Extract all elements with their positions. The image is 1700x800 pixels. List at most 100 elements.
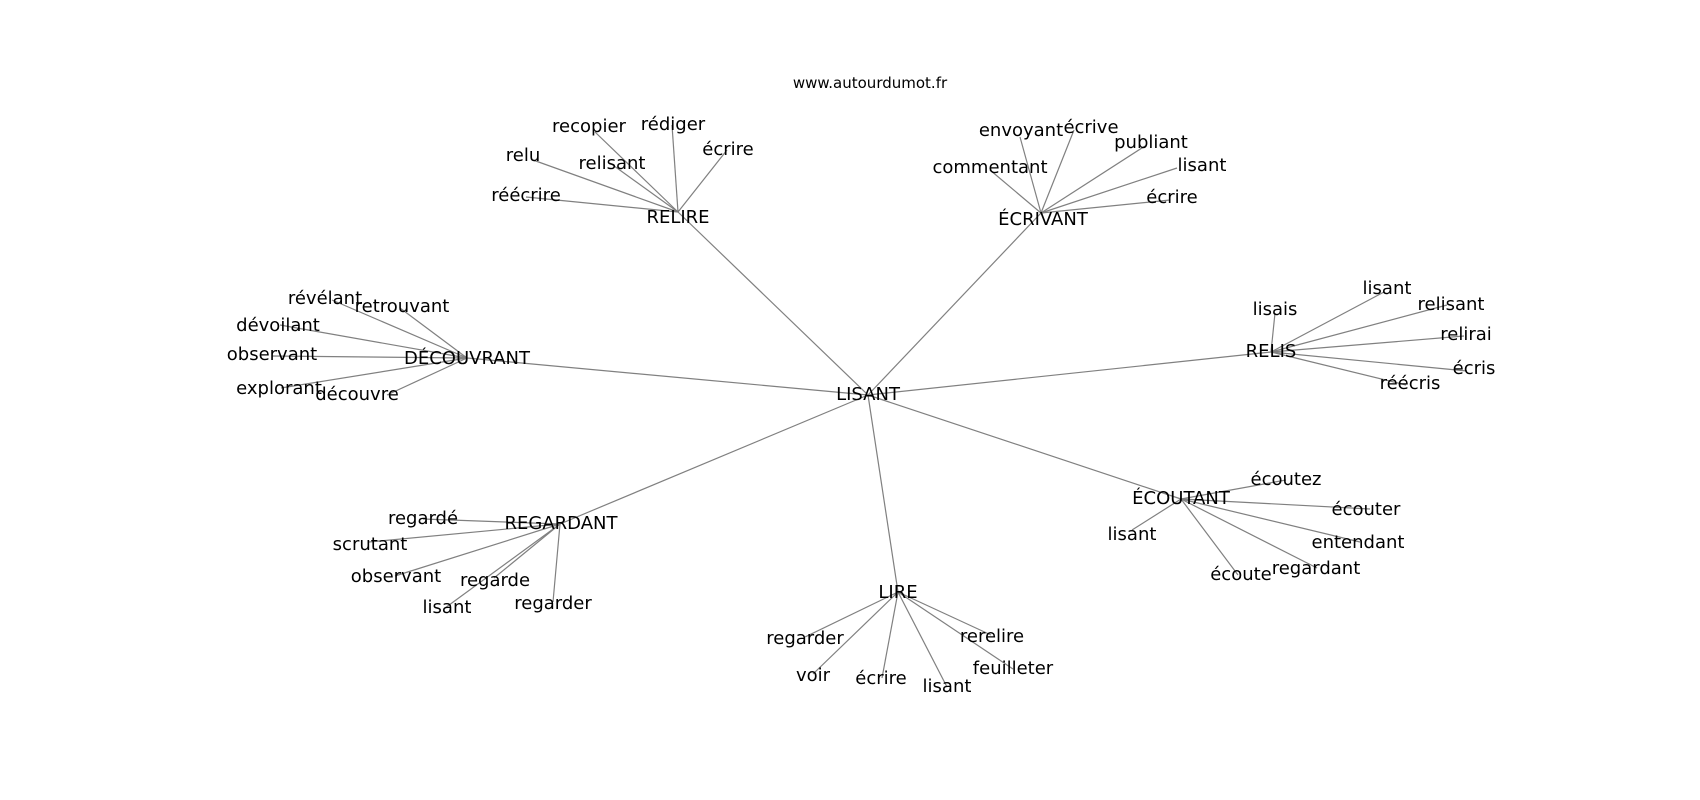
- leaf-word-label[interactable]: écrire: [1146, 187, 1197, 208]
- edge-center-to-hub: [466, 357, 869, 396]
- edge-hub-to-word: [1040, 145, 1146, 214]
- edge-hub-to-word: [677, 149, 728, 213]
- edge-hub-to-word: [368, 523, 561, 543]
- labels-layer: www.autourdumot.fr LISANT RELIRE recopier r…: [227, 74, 1496, 697]
- leaf-word-label[interactable]: dévoilant: [236, 315, 320, 336]
- leaf-word-label[interactable]: lisant: [1178, 155, 1227, 176]
- leaf-word-label[interactable]: relisant: [579, 153, 646, 174]
- leaf-word-label[interactable]: retrouvant: [355, 296, 450, 317]
- leaf-word-label[interactable]: révélant: [288, 288, 362, 309]
- leaf-word-label[interactable]: rédiger: [641, 114, 706, 135]
- edge-hub-to-word: [1270, 351, 1407, 386]
- edge-hub-to-word: [1270, 351, 1468, 372]
- leaf-word-label[interactable]: observant: [227, 344, 317, 365]
- edge-hub-to-word: [444, 523, 561, 609]
- edge-hub-to-word: [1270, 291, 1385, 353]
- edge-hub-to-word: [897, 591, 1014, 670]
- edge-hub-to-word: [594, 131, 679, 213]
- source-watermark[interactable]: www.autourdumot.fr: [793, 74, 948, 92]
- center-node-label[interactable]: LISANT: [836, 384, 901, 405]
- edge-hub-to-word: [989, 169, 1042, 214]
- edge-hub-to-word: [671, 124, 679, 213]
- edge-hub-to-word: [386, 357, 468, 396]
- leaf-word-label[interactable]: écrire: [702, 139, 753, 160]
- edge-hub-to-word: [1180, 498, 1361, 543]
- leaf-word-label[interactable]: lisant: [1108, 524, 1157, 545]
- edge-hub-to-word: [331, 299, 468, 359]
- edge-hub-to-word: [1180, 498, 1239, 576]
- edge-hub-to-word: [1040, 199, 1171, 214]
- edge-hub-to-word: [280, 357, 468, 389]
- leaf-word-label[interactable]: feuilleter: [973, 658, 1054, 679]
- edge-center-to-hub: [867, 212, 1042, 396]
- edge-hub-to-word: [279, 324, 468, 359]
- leaf-word-label[interactable]: regardé: [388, 508, 458, 529]
- leaf-word-label[interactable]: regarder: [514, 593, 592, 614]
- edge-hub-to-word: [394, 523, 561, 577]
- leaf-word-label[interactable]: publiant: [1114, 132, 1188, 153]
- edge-center-to-hub: [559, 394, 869, 525]
- edge-hub-to-word: [525, 196, 679, 213]
- leaf-word-label[interactable]: écris: [1453, 358, 1496, 379]
- edge-hub-to-word: [1180, 498, 1318, 569]
- leaf-word-label[interactable]: observant: [351, 566, 441, 587]
- edge-center-to-hub: [867, 351, 1272, 396]
- leaf-word-label[interactable]: recopier: [552, 116, 626, 137]
- edge-hub-to-word: [1270, 335, 1465, 353]
- leaf-word-label[interactable]: lisant: [423, 597, 472, 618]
- leaf-word-label[interactable]: écouter: [1332, 499, 1402, 520]
- edge-hub-to-word: [1019, 136, 1042, 214]
- leaf-word-label[interactable]: lisant: [1363, 278, 1412, 299]
- edge-center-to-hub: [867, 394, 899, 593]
- leaf-word-label[interactable]: commentant: [932, 157, 1047, 178]
- edge-hub-to-word: [493, 523, 561, 579]
- leaf-word-label[interactable]: écrire: [855, 668, 906, 689]
- leaf-word-label[interactable]: écrive: [1063, 117, 1118, 138]
- edge-hub-to-word: [1040, 167, 1178, 214]
- leaf-word-label[interactable]: explorant: [236, 378, 322, 399]
- leaf-word-label[interactable]: écoutez: [1251, 469, 1322, 490]
- edge-hub-to-word: [897, 591, 992, 636]
- hub-node-label[interactable]: ÉCOUTANT: [1132, 487, 1231, 509]
- leaf-word-label[interactable]: découvre: [315, 384, 399, 405]
- leaf-word-label[interactable]: relu: [506, 145, 541, 166]
- edge-hub-to-word: [1180, 498, 1371, 510]
- edge-center-to-hub: [867, 394, 1182, 500]
- hub-node-label[interactable]: REGARDANT: [505, 513, 619, 534]
- hub-node-label[interactable]: RELIRE: [646, 207, 709, 228]
- edge-hub-to-word: [812, 591, 899, 675]
- leaf-word-label[interactable]: réécris: [1380, 373, 1441, 394]
- leaf-word-label[interactable]: entendant: [1312, 532, 1405, 553]
- leaf-word-label[interactable]: lisais: [1253, 299, 1298, 320]
- hub-node-label[interactable]: DÉCOUVRANT: [404, 347, 531, 369]
- leaf-word-label[interactable]: écoute: [1210, 564, 1272, 585]
- edge-hub-to-word: [552, 523, 561, 603]
- edge-hub-to-word: [609, 162, 679, 213]
- leaf-word-label[interactable]: envoyant: [979, 120, 1063, 141]
- edge-hub-to-word: [881, 591, 899, 679]
- edges-layer: [271, 124, 1468, 688]
- leaf-word-label[interactable]: relirai: [1440, 324, 1492, 345]
- leaf-word-label[interactable]: regardant: [1272, 558, 1361, 579]
- leaf-word-label[interactable]: réécrire: [491, 185, 561, 206]
- edge-hub-to-word: [532, 159, 679, 213]
- leaf-word-label[interactable]: voir: [796, 665, 831, 686]
- leaf-word-label[interactable]: relisant: [1418, 294, 1485, 315]
- edge-hub-to-word: [1180, 479, 1287, 500]
- edge-center-to-hub: [677, 211, 869, 396]
- edge-hub-to-word: [1270, 312, 1276, 353]
- leaf-word-label[interactable]: rerelire: [960, 626, 1024, 647]
- leaf-word-label[interactable]: regarde: [460, 570, 530, 591]
- edge-hub-to-word: [271, 355, 468, 359]
- edge-hub-to-word: [1040, 129, 1075, 214]
- hub-node-label[interactable]: RELIS: [1246, 341, 1297, 362]
- leaf-word-label[interactable]: lisant: [923, 676, 972, 697]
- edge-hub-to-word: [1131, 498, 1182, 531]
- hub-node-label[interactable]: ÉCRIVANT: [998, 208, 1089, 230]
- leaf-word-label[interactable]: scrutant: [333, 534, 408, 555]
- leaf-word-label[interactable]: regarder: [766, 628, 844, 649]
- hub-node-label[interactable]: LIRE: [878, 582, 917, 603]
- edge-hub-to-word: [1270, 304, 1448, 353]
- edge-hub-to-word: [804, 591, 899, 638]
